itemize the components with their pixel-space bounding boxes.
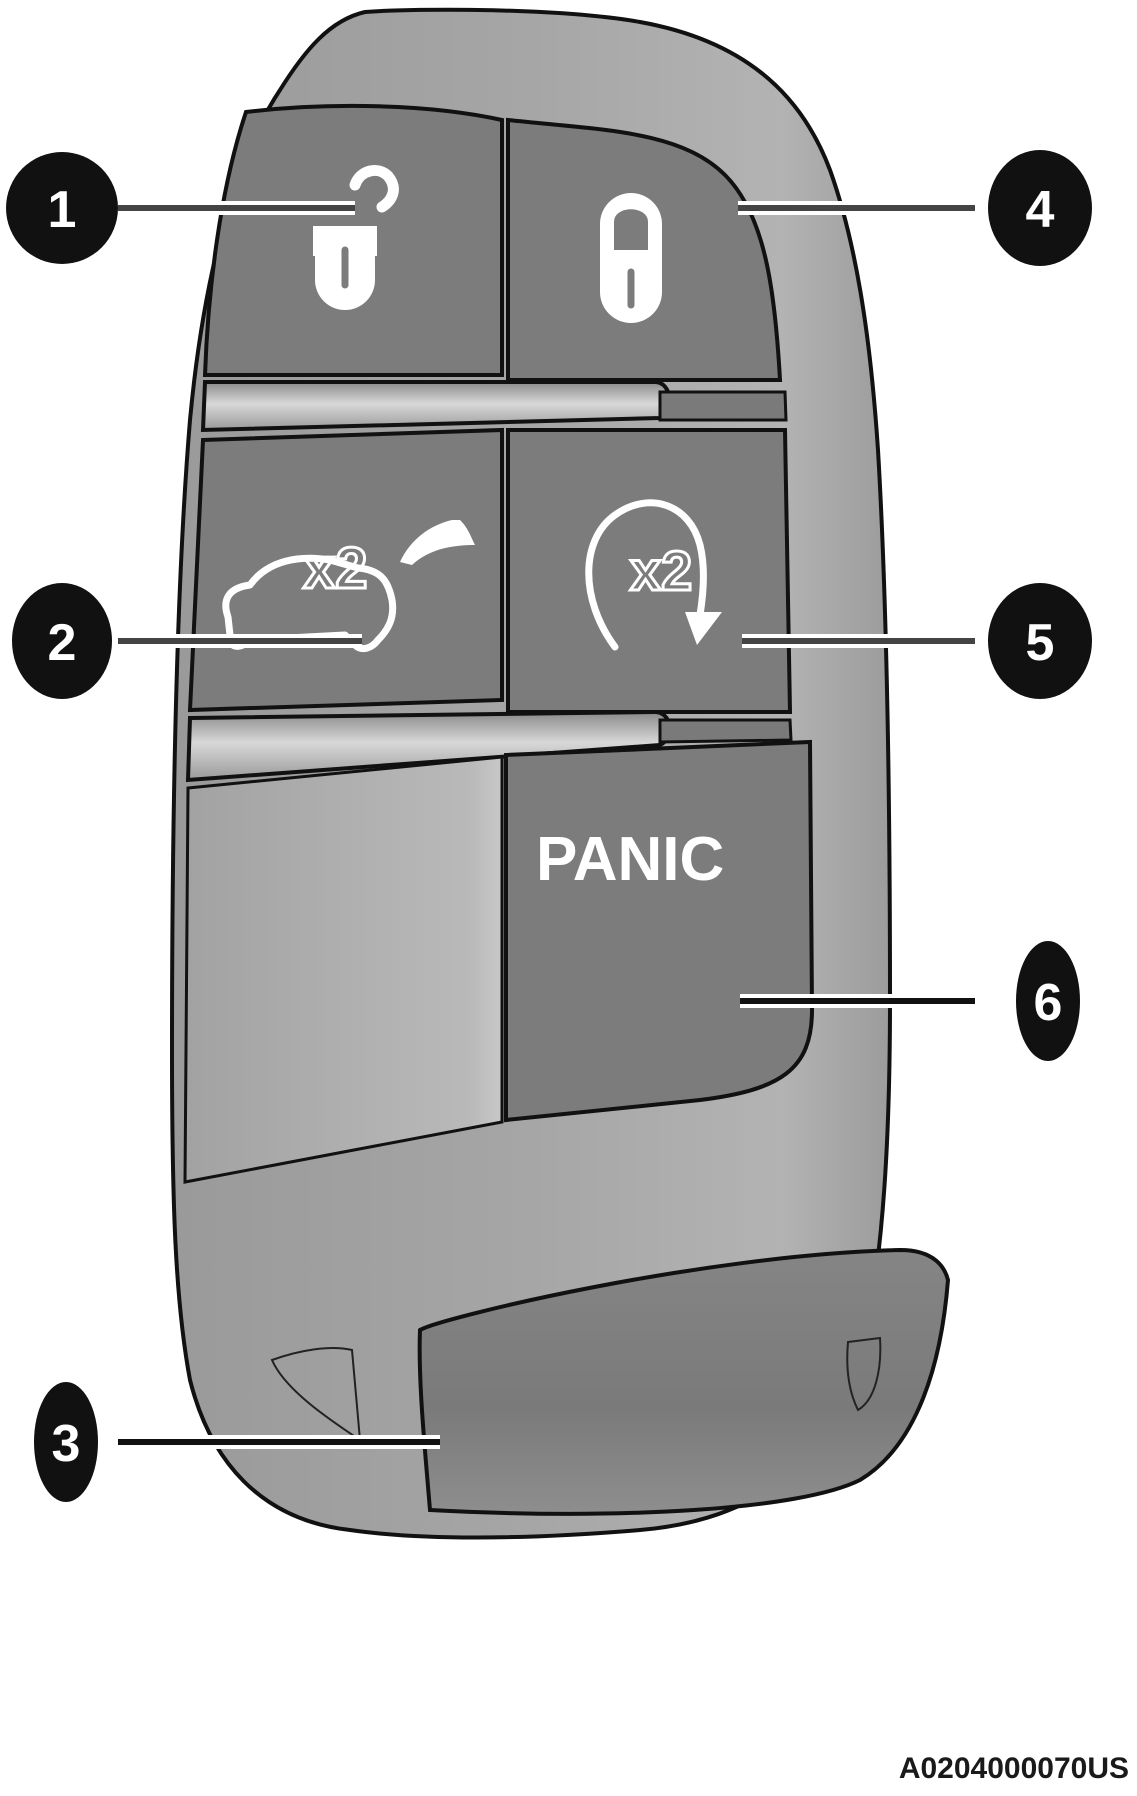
callout-1: 1 [6, 152, 118, 264]
liftgate-button[interactable]: x2 [187, 427, 504, 713]
unlock-icon [313, 165, 399, 310]
emergency-key[interactable] [417, 1247, 951, 1516]
svg-text:2: 2 [48, 614, 77, 672]
callout-5: 5 [988, 583, 1092, 699]
unlock-button[interactable] [202, 103, 504, 377]
svg-text:1: 1 [48, 181, 77, 239]
right-notch [846, 1336, 882, 1412]
callout-2: 2 [12, 583, 112, 699]
callout-4: 4 [988, 150, 1092, 266]
callout-lines [118, 201, 975, 1449]
remote-start-button[interactable]: x2 [506, 428, 793, 714]
lock-icon [600, 193, 662, 323]
remote-start-x2-text: x2 [630, 539, 692, 602]
callout-3: 3 [34, 1382, 98, 1502]
svg-text:3: 3 [52, 1415, 81, 1473]
liftgate-icon: x2 [222, 520, 475, 653]
callout-6: 6 [1016, 941, 1080, 1061]
svg-text:6: 6 [1034, 974, 1063, 1032]
liftgate-x2-text: x2 [303, 536, 368, 601]
blank-panel [183, 755, 504, 1184]
panic-label: PANIC [536, 825, 724, 894]
remote-start-icon: x2 [585, 499, 722, 651]
svg-text:5: 5 [1026, 614, 1055, 672]
svg-text:4: 4 [1026, 181, 1055, 239]
figure-code: A0204000070US [898, 1752, 1129, 1785]
panic-button[interactable]: PANIC [504, 739, 815, 1123]
lock-button[interactable] [506, 117, 783, 382]
